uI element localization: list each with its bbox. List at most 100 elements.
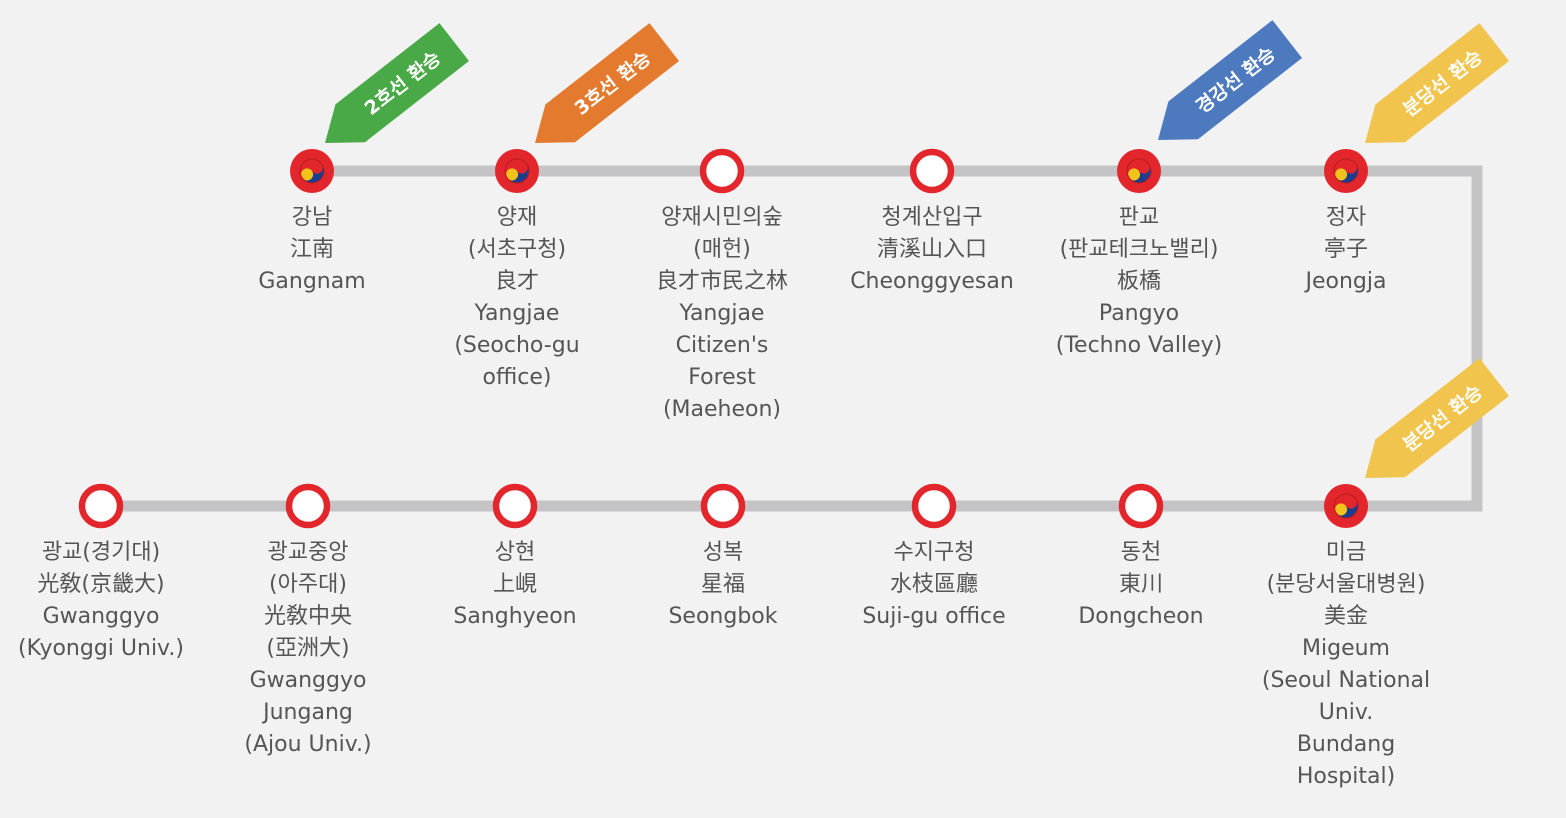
station-label-line: 亭子 <box>1323 237 1368 262</box>
station-label-line: (Seoul National <box>1261 668 1431 693</box>
station-marker <box>911 483 957 529</box>
station-label-line: Gangnam <box>258 269 366 294</box>
station-label-line: 정자 <box>1325 205 1367 230</box>
station-label-line: Jeongja <box>1305 269 1387 294</box>
station-ring <box>700 483 746 529</box>
station-label-pangyo: 판교 (판교테크노밸리) 板橋 Pangyo (Techno Valley) <box>1034 202 1244 362</box>
station-label-line: Seongbok <box>668 604 778 629</box>
taegeuk-icon <box>1333 493 1359 519</box>
taegeuk-outline <box>1126 158 1152 184</box>
taegeuk-outline <box>299 158 325 184</box>
transfer-station-marker <box>1324 149 1368 193</box>
station-marker <box>699 148 745 194</box>
taegeuk-outline <box>1333 493 1359 519</box>
transfer-flag-shape <box>1365 358 1510 478</box>
station-label-line: 水枝區廳 <box>889 572 978 597</box>
station-label-line: (매헌) <box>693 237 751 262</box>
station-label-line: (판교테크노밸리) <box>1059 237 1219 262</box>
station-label-line: (서초구청) <box>467 237 567 262</box>
station-ring <box>909 148 955 194</box>
station-marker <box>909 148 955 194</box>
transfer-flag: 분당선 환승 <box>1365 358 1510 478</box>
taegeuk-red <box>1334 494 1357 513</box>
station-ring <box>911 483 957 529</box>
station-label-line: Bundang <box>1296 732 1396 757</box>
station-label-line: (아주대) <box>269 572 347 597</box>
station-ring <box>285 483 331 529</box>
station-label-line: 東川 <box>1118 572 1163 597</box>
station-label-gwanggyo: 광교(경기대) 光敎(京畿大) Gwanggyo (Kyonggi Univ.) <box>0 537 206 665</box>
station-label-jeongja: 정자 亭子 Jeongja <box>1241 202 1451 298</box>
station-label-line: Gwanggyo <box>249 668 367 693</box>
station-marker <box>1118 483 1164 529</box>
station-marker <box>285 483 331 529</box>
station-marker <box>492 483 538 529</box>
station-label-line: Gwanggyo <box>42 604 160 629</box>
station-label-line: 上峴 <box>492 572 537 597</box>
transfer-station-marker <box>495 149 539 193</box>
station-label-line: office) <box>482 365 552 390</box>
taegeuk-icon <box>299 158 325 184</box>
station-ring <box>78 483 124 529</box>
station-label-line: 동천 <box>1120 540 1162 565</box>
station-label-line: (Seocho-gu <box>454 333 580 358</box>
transfer-flag: 분당선 환승 <box>1365 23 1510 143</box>
station-label-line: Cheonggyesan <box>850 269 1014 294</box>
station-label-line: 광교중앙 <box>267 540 349 565</box>
station-label-line: 江南 <box>289 237 334 262</box>
stations <box>78 148 1368 529</box>
station-label-line: 光敎中央 <box>263 604 352 629</box>
station-label-line: Yangjae <box>679 301 765 326</box>
station-label-line: 강남 <box>291 205 333 230</box>
taegeuk-outline <box>504 158 530 184</box>
station-label-line: 광교(경기대) <box>41 540 161 565</box>
station-label-line: Jungang <box>263 700 353 725</box>
station-label-line: Yangjae <box>474 301 560 326</box>
station-label-line: 美金 <box>1323 604 1368 629</box>
taegeuk-icon <box>504 158 530 184</box>
station-label-line: 板橋 <box>1116 269 1161 294</box>
station-label-seongbok: 성복 星福 Seongbok <box>618 537 828 633</box>
station-label-line: 양재 <box>496 205 538 230</box>
taegeuk-red <box>1334 159 1357 178</box>
line-track <box>101 165 1483 512</box>
station-label-line: 良才市民之林 <box>655 269 788 294</box>
taegeuk-outline <box>1333 158 1359 184</box>
station-label-line: 수지구청 <box>893 540 975 565</box>
station-label-line: 清溪山入口 <box>876 237 987 262</box>
station-label-line: Migeum <box>1302 636 1390 661</box>
station-label-line: (Ajou Univ.) <box>244 732 372 757</box>
station-label-line: 판교 <box>1118 205 1160 230</box>
station-label-line: (Techno Valley) <box>1055 333 1223 358</box>
station-label-line: 양재시민의숲 <box>661 205 783 230</box>
station-label-line: Hospital) <box>1296 764 1396 789</box>
transfer-station-marker <box>290 149 334 193</box>
station-label-line: 상현 <box>494 540 536 565</box>
transfer-flag: 경강선 환승 <box>1158 20 1303 140</box>
transfer-flag: 2호선 환승 <box>325 23 470 143</box>
taegeuk-icon <box>1126 158 1152 184</box>
transfer-flag-shape <box>1158 20 1303 140</box>
transfer-flag-shape <box>1365 23 1510 143</box>
transfer-station-marker <box>1117 149 1161 193</box>
taegeuk-red <box>505 159 528 178</box>
station-label-line: 光敎(京畿大) <box>37 572 165 597</box>
station-label-line: Pangyo <box>1098 301 1180 326</box>
station-label-line: 星福 <box>700 572 745 597</box>
taegeuk-red <box>1127 159 1150 178</box>
station-label-line: (Kyonggi Univ.) <box>18 636 184 661</box>
station-label-line: 良才 <box>494 269 539 294</box>
station-label-line: 성복 <box>702 540 744 565</box>
station-label-line: (분당서울대병원) <box>1266 572 1426 597</box>
station-label-gangnam: 강남 江南 Gangnam <box>207 202 417 298</box>
station-label-line: (Maeheon) <box>662 397 782 422</box>
station-ring <box>1118 483 1164 529</box>
taegeuk-red <box>300 159 323 178</box>
